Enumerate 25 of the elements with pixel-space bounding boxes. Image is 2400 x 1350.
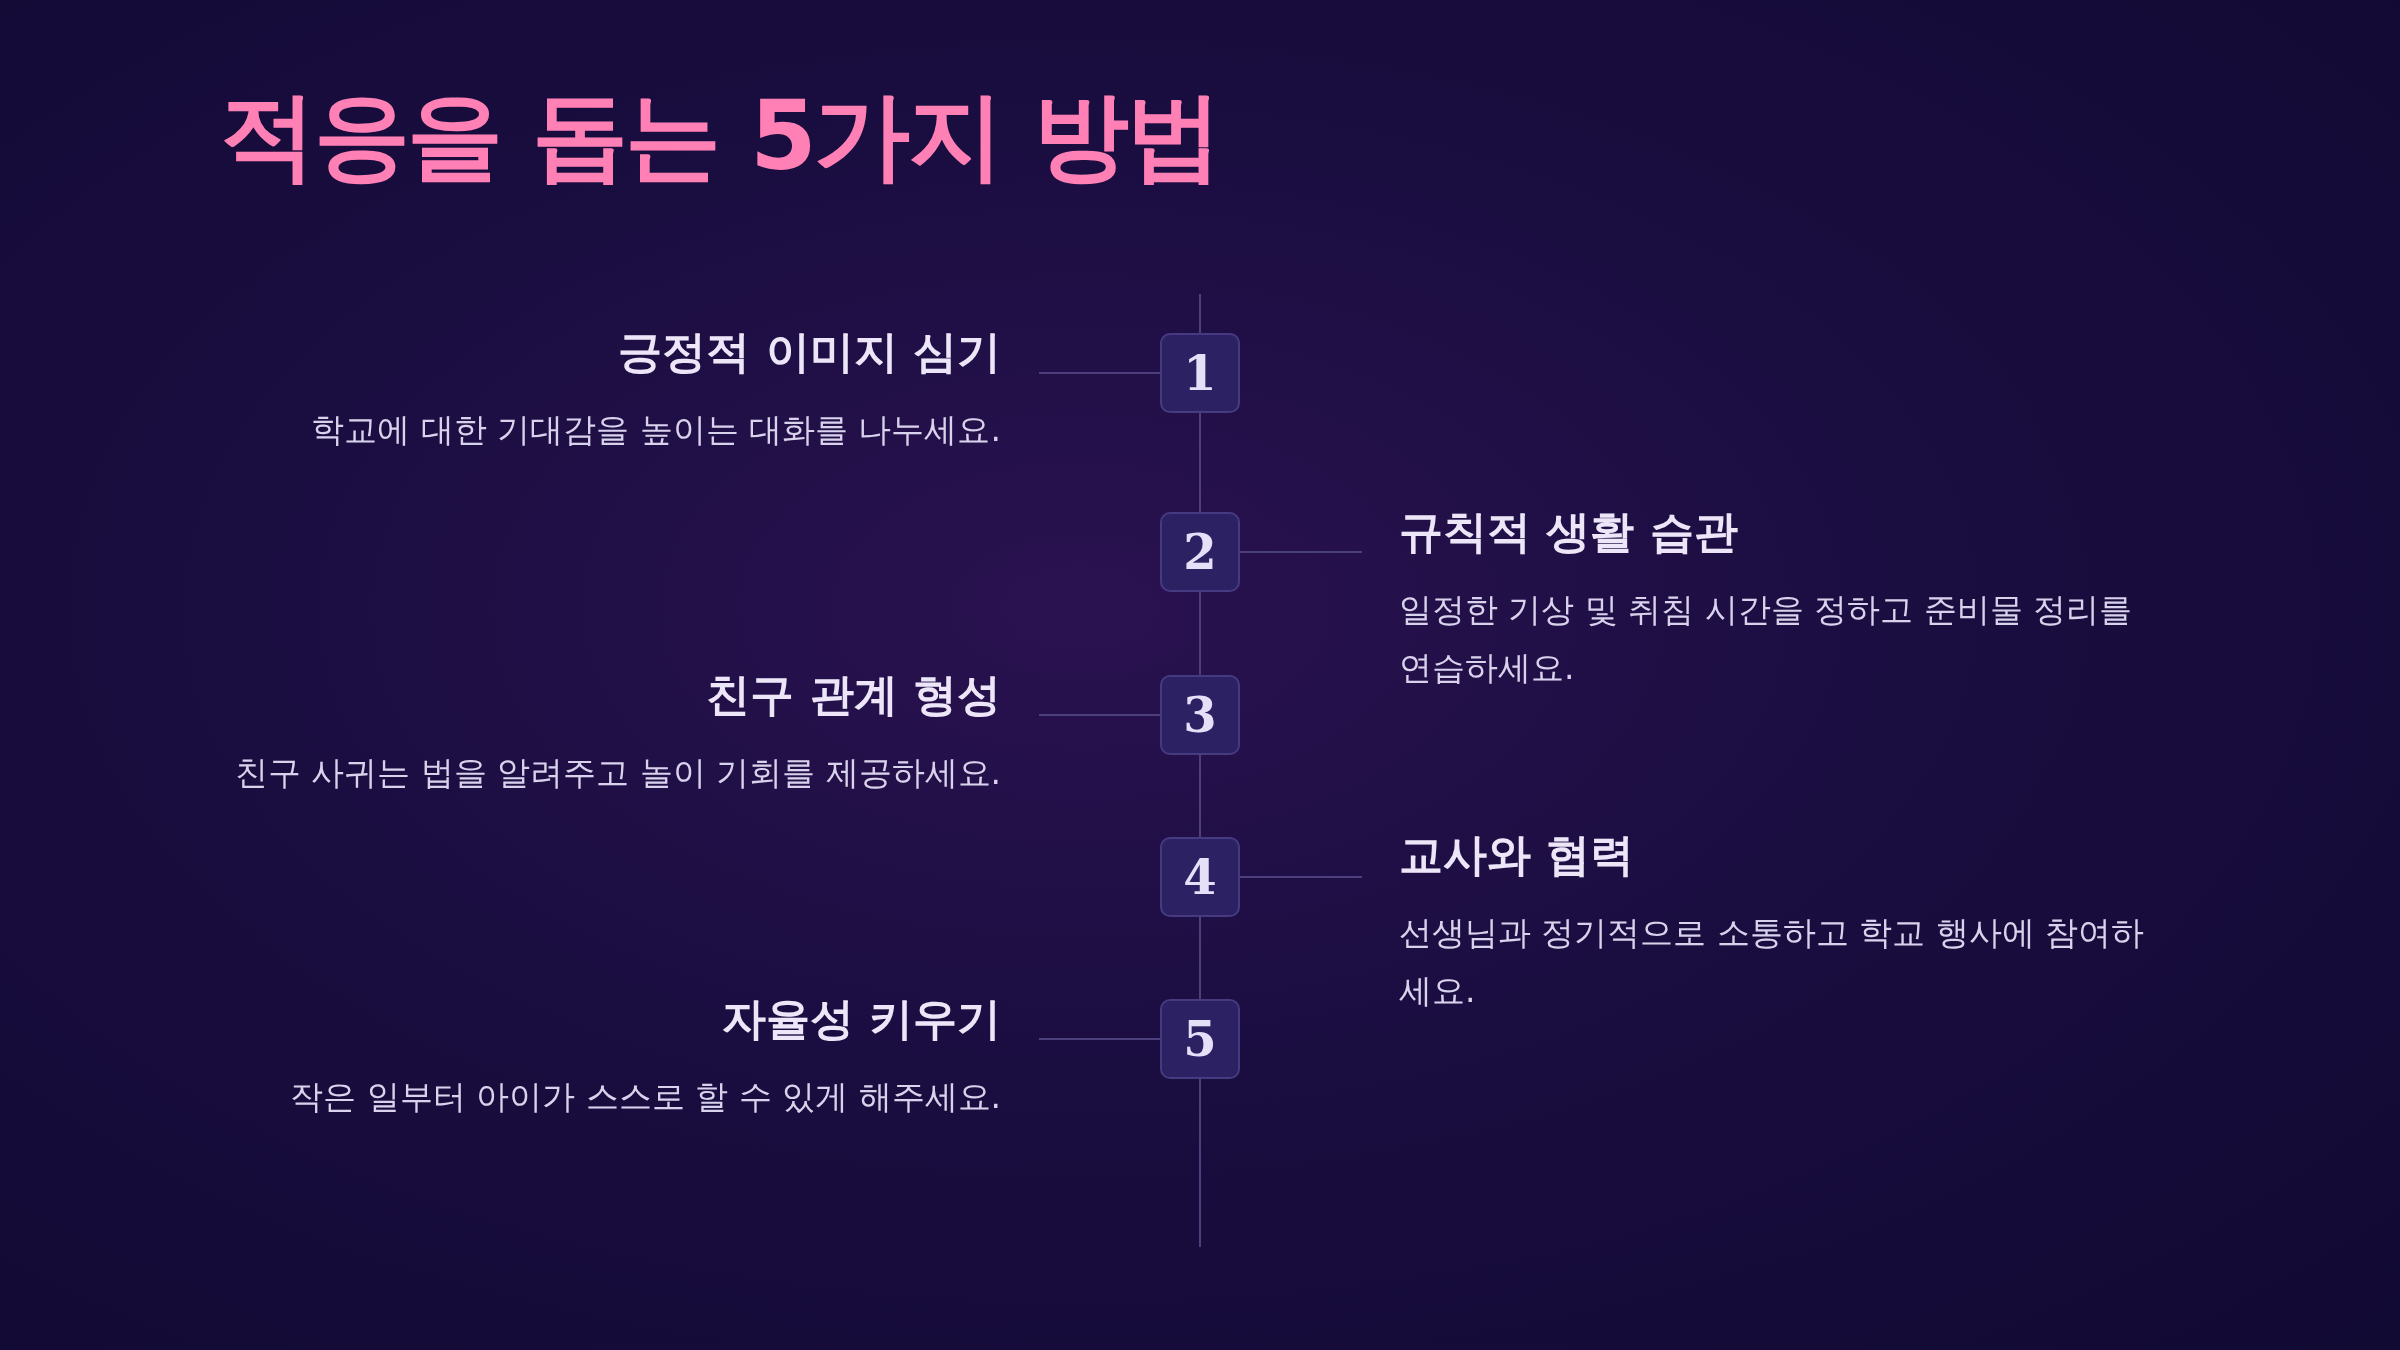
connector-line bbox=[1038, 714, 1161, 716]
connector-line bbox=[1038, 372, 1161, 374]
timeline-line bbox=[1199, 591, 1201, 676]
step-heading: 긍정적 이미지 심기 bbox=[618, 325, 1001, 379]
step-heading: 자율성 키우기 bbox=[721, 992, 1001, 1046]
number-badge: 3 bbox=[1160, 675, 1240, 755]
step-heading: 친구 관계 형성 bbox=[706, 668, 1001, 722]
connector-line bbox=[1239, 876, 1363, 878]
step-heading: 교사와 협력 bbox=[1399, 828, 1635, 882]
step-description: 학교에 대한 기대감을 높이는 대화를 나누세요. bbox=[311, 409, 1001, 451]
connector-line bbox=[1038, 1038, 1161, 1040]
step-description: 작은 일부터 아이가 스스로 할 수 있게 해주세요. bbox=[290, 1076, 1001, 1118]
timeline-line bbox=[1199, 916, 1201, 1000]
number-badge: 4 bbox=[1160, 837, 1240, 917]
connector-line bbox=[1239, 551, 1363, 553]
timeline-line bbox=[1199, 754, 1201, 838]
step-description: 친구 사귀는 법을 알려주고 놀이 기회를 제공하세요. bbox=[234, 752, 1001, 794]
number-badge: 1 bbox=[1160, 333, 1240, 413]
step-heading: 규칙적 생활 습관 bbox=[1399, 505, 1738, 559]
step-description: 선생님과 정기적으로 소통하고 학교 행사에 참여하세요. bbox=[1399, 912, 2146, 1012]
step-description: 일정한 기상 및 취침 시간을 정하고 준비물 정리를 연습하세요. bbox=[1399, 589, 2134, 689]
number-badge: 5 bbox=[1160, 999, 1240, 1079]
title: 적응을 돕는 5가지 방법 bbox=[220, 88, 1220, 184]
timeline-line bbox=[1199, 412, 1201, 513]
number-badge: 2 bbox=[1160, 512, 1240, 592]
